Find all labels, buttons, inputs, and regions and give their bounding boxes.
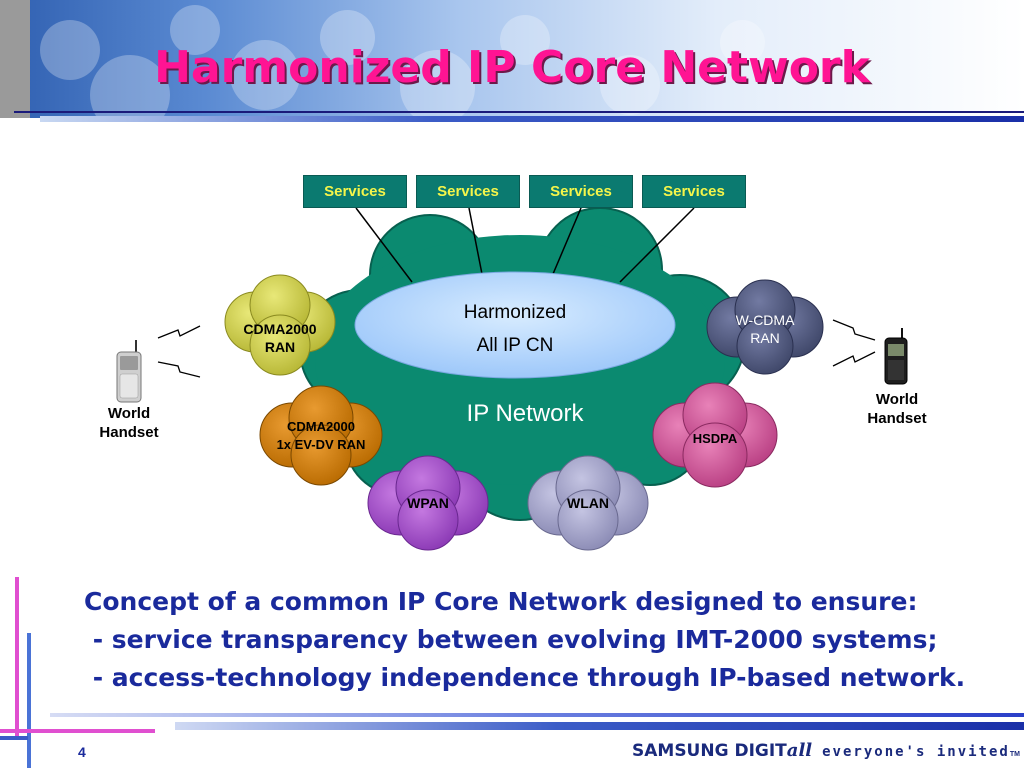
page-title: Harmonized IP Core Network — [154, 42, 870, 93]
label-line: CDMA2000 — [287, 419, 355, 434]
label-line: W-CDMA — [735, 312, 795, 328]
cdma2000-evdv-label: CDMA2000 1x EV-DV RAN — [256, 418, 386, 454]
ip-network-label: IP Network — [466, 400, 584, 427]
left-handset-label: World Handset — [88, 404, 170, 442]
wireless-link-right — [832, 319, 876, 367]
cdma2000-evdv-cloud — [259, 385, 383, 486]
wpan-cloud — [367, 455, 489, 551]
concept-line-2: - service transparency between evolving … — [84, 625, 938, 654]
wireless-link-left — [157, 325, 201, 378]
footer-accent-pink — [0, 729, 155, 733]
label-line: RAN — [750, 330, 780, 346]
concept-text: Concept of a common IP Core Network desi… — [84, 583, 1004, 697]
hsdpa-cloud — [652, 382, 778, 488]
label-line: RAN — [264, 339, 296, 355]
service-links — [355, 207, 695, 283]
services-box-1: Services — [303, 175, 407, 208]
cdma2000-ran-label: CDMA2000 RAN — [230, 320, 330, 356]
phone-icon — [884, 328, 908, 385]
title-underline — [40, 116, 1024, 122]
footer-accent-blue — [0, 736, 28, 740]
brand-tagline: everyone's invited — [822, 744, 1010, 760]
diagram-graphics — [116, 207, 908, 551]
accent-bar-pink — [15, 577, 19, 737]
services-box-2: Services — [416, 175, 520, 208]
footer-rule — [175, 722, 1024, 730]
wlan-cloud — [527, 455, 649, 551]
wcdma-ran-cloud — [706, 279, 824, 375]
label-line: World — [107, 405, 151, 422]
services-box-3: Services — [529, 175, 633, 208]
harmonized-core-label: Harmonized All IP CN — [400, 296, 630, 362]
wpan-label: WPAN — [407, 495, 449, 511]
banner-edge — [0, 0, 30, 118]
hsdpa-label: HSDPA — [692, 431, 738, 446]
brand-suffix: all — [786, 740, 813, 761]
right-handset-label: World Handset — [856, 390, 938, 428]
services-box-4: Services — [642, 175, 746, 208]
concept-line-3: - access-technology independence through… — [84, 663, 966, 692]
accent-bar-blue — [27, 633, 31, 768]
label-line: CDMA2000 — [243, 321, 317, 337]
core-line-2: All IP CN — [476, 335, 554, 356]
title-banner — [0, 0, 1024, 118]
concept-line-1: Concept of a common IP Core Network desi… — [84, 587, 918, 616]
label-line: World — [875, 391, 919, 408]
network-diagram: Services Services Services Services Harm… — [88, 175, 938, 551]
core-line-1: Harmonized — [463, 302, 567, 323]
phone-icon — [116, 340, 142, 403]
page-number: 4 — [78, 744, 86, 760]
harmonized-core-ellipse — [354, 271, 676, 379]
cdma2000-ran-cloud — [224, 274, 336, 376]
label-line: 1x EV-DV RAN — [276, 437, 366, 452]
wcdma-ran-label: W-CDMA RAN — [715, 311, 815, 347]
label-line: Handset — [99, 424, 159, 441]
wlan-label: WLAN — [567, 495, 609, 511]
footer-rule-thin — [50, 713, 1024, 717]
trademark: TM — [1009, 751, 1020, 758]
brand-name: SAMSUNG DIGIT — [632, 741, 787, 761]
samsung-logo: SAMSUNG DIGIT all everyone's invited TM — [632, 740, 1020, 764]
label-line: Handset — [867, 410, 927, 427]
title-underline-thin — [14, 111, 1024, 113]
